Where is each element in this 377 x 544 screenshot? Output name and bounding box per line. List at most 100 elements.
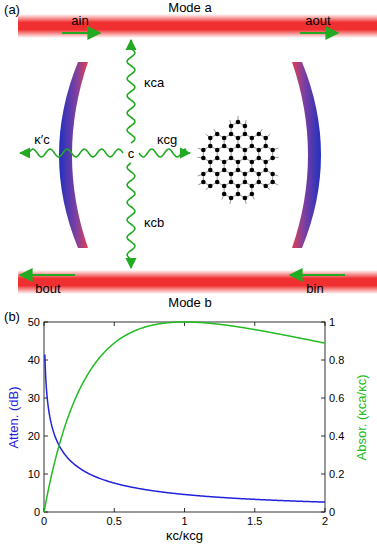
- lattice-atom: [243, 180, 248, 185]
- lattice-atom: [263, 160, 268, 165]
- tick-label: 10: [28, 467, 40, 482]
- tick-mark: [44, 322, 48, 323]
- tick-mark: [321, 436, 325, 437]
- coupling-springs: [20, 40, 190, 268]
- tick-label: 0: [34, 505, 40, 520]
- lattice-atom: [215, 132, 220, 137]
- tick-label: 1: [181, 514, 187, 529]
- plot-frame: [44, 322, 325, 512]
- lattice-atom: [222, 136, 227, 141]
- lattice-atom: [222, 184, 227, 189]
- lattice-atom: [201, 156, 206, 161]
- lattice-atom: [208, 136, 213, 141]
- lattice-atom: [250, 160, 255, 165]
- waveguide-mode: Mode a ain aout: [0, 0, 377, 40]
- lattice-atom: [208, 184, 213, 189]
- tick-mark: [325, 322, 326, 326]
- mode-name: c: [128, 146, 135, 161]
- waveguide-mode: boutbinMode b: [0, 262, 377, 310]
- tick-mark: [114, 508, 115, 512]
- lattice-atom: [243, 156, 248, 161]
- tick-mark: [44, 474, 48, 475]
- tick-mark: [321, 398, 325, 399]
- lattice-atom: [208, 168, 213, 173]
- lattice-atom: [229, 132, 234, 137]
- lattice-atom: [229, 196, 234, 201]
- coupling-spring: [127, 163, 135, 268]
- tick-mark: [184, 508, 185, 512]
- axis-title: κc/κcg: [166, 528, 203, 543]
- plot: [44, 322, 325, 512]
- graphene-flake: [197, 116, 278, 204]
- mode-name: Mode a: [168, 0, 211, 15]
- port-label: ain: [71, 13, 88, 28]
- lattice-atom: [250, 168, 255, 173]
- lattice-atom: [215, 148, 220, 153]
- lattice-atom: [201, 180, 206, 185]
- tick-mark: [254, 508, 255, 512]
- lattice-atom: [201, 148, 206, 153]
- flow-arrow: [62, 32, 100, 34]
- lattice-atom: [243, 132, 248, 137]
- tick-mark: [321, 512, 325, 513]
- tick-label: 0.6: [329, 391, 344, 406]
- lattice-atom: [263, 136, 268, 141]
- lattice-atom: [270, 156, 275, 161]
- tick-mark: [254, 322, 255, 326]
- lattice-atom: [256, 132, 261, 137]
- axis-title: Atten. (dB): [6, 386, 21, 448]
- panel-label: (b): [4, 309, 20, 324]
- lattice-atom: [236, 136, 241, 141]
- mode-name: Mode b: [168, 295, 211, 310]
- lattice-atom: [250, 192, 255, 197]
- lattice-atom: [263, 168, 268, 173]
- flow-arrow: [20, 274, 75, 276]
- lattice-atom: [250, 184, 255, 189]
- lattice-atom: [243, 148, 248, 153]
- lattice-atom: [215, 156, 220, 161]
- absorption-curve: [44, 322, 325, 512]
- lattice-atom: [229, 156, 234, 161]
- tick-label: 30: [28, 391, 40, 406]
- panel-label: (a): [4, 2, 20, 17]
- tick-label: 40: [28, 353, 40, 368]
- tick-mark: [114, 322, 115, 326]
- lattice-atom: [236, 144, 241, 149]
- tick-label: 0.2: [329, 467, 344, 482]
- tick-mark: [321, 360, 325, 361]
- lattice-atom: [236, 160, 241, 165]
- lattice-atom: [263, 144, 268, 149]
- tick-label: 0: [329, 505, 335, 520]
- lattice-atom: [243, 124, 248, 129]
- tick-label: 0.8: [329, 353, 344, 368]
- lattice-atom: [229, 180, 234, 185]
- tick-label: 0.5: [107, 514, 122, 529]
- lattice-atom: [243, 196, 248, 201]
- lattice-atom: [222, 192, 227, 197]
- port-label: aout: [305, 13, 330, 28]
- tick-label: 20: [28, 429, 40, 444]
- rate-label: κca: [144, 75, 164, 90]
- flow-arrows: [20, 33, 345, 275]
- lattice-atom: [243, 172, 248, 177]
- tick-label: 2: [322, 514, 328, 529]
- lattice-atom: [222, 144, 227, 149]
- tick-mark: [44, 322, 45, 326]
- tick-label: 0.4: [329, 429, 344, 444]
- lattice-atom: [222, 160, 227, 165]
- axis-title: Absor. (κca/κc): [355, 374, 370, 460]
- lattice-atom: [256, 148, 261, 153]
- mirror-right: [292, 62, 321, 248]
- lattice-atom: [256, 156, 261, 161]
- lattice-atom: [270, 172, 275, 177]
- lattice-atom: [236, 192, 241, 197]
- lattice-atom: [208, 160, 213, 165]
- lattice-atom: [229, 148, 234, 153]
- flow-arrow: [290, 274, 345, 276]
- port-label: bout: [35, 281, 60, 296]
- lattice-atom: [215, 172, 220, 177]
- coupling-spring: [139, 149, 190, 157]
- coupling-spring: [20, 149, 123, 157]
- lattice-atom: [270, 180, 275, 185]
